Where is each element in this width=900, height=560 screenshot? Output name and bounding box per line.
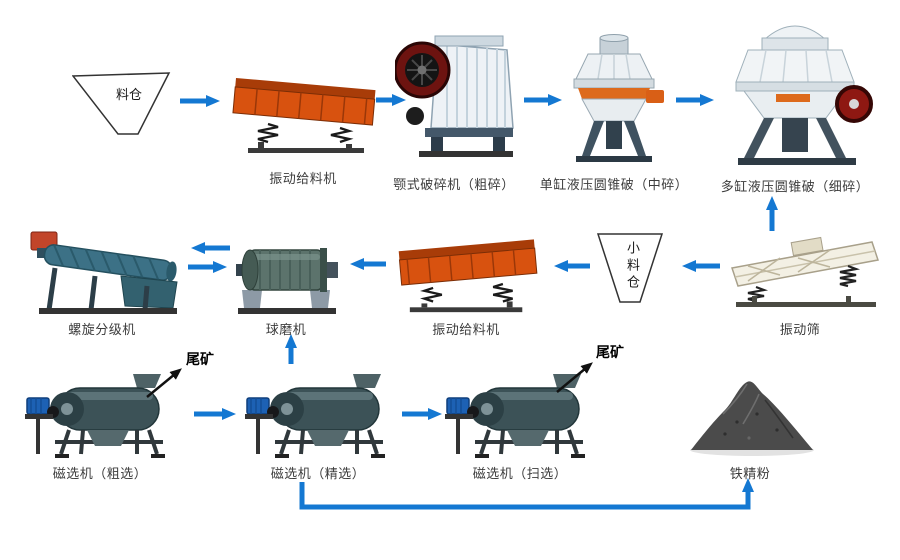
magnetic-separator-rougher-image [25,372,175,460]
label-mag-separator-cleaner: 磁选机（精选） [270,466,366,481]
hopper-image [72,72,172,138]
magnetic-separator-cleaner-image [245,372,395,460]
label-ball-mill: 球磨机 [265,322,307,337]
spiral-classifier-image [25,222,183,317]
label-vibrating-screen: 振动筛 [779,322,821,337]
cone-crusher-multi-image [716,18,874,170]
label-tailings-1: 尾矿 [186,351,214,367]
label-cone-crusher-multi: 多缸液压圆锥破（细碎） [720,179,870,194]
label-cone-crusher-single: 单缸液压圆锥破（中碎） [539,177,689,192]
label-mag-separator-rougher: 磁选机（粗选） [52,466,148,481]
label-tailings-2: 尾矿 [596,344,624,360]
magnetic-separator-scavenger-image [445,372,595,460]
vibrating-feeder-2-image [392,222,544,317]
arrow-cleaner-to-concentrate [299,478,754,510]
label-mag-separator-scavenger: 磁选机（扫选） [472,466,568,481]
label-spiral-classifier: 螺旋分级机 [68,322,136,337]
cone-crusher-single-image [560,32,668,170]
ball-mill-image [236,228,338,320]
vibrating-feeder-1-image [228,60,380,158]
label-vibrating-feeder-1: 振动给料机 [269,171,337,186]
label-jaw-crusher: 颚式破碎机（粗碎） [393,177,515,192]
jaw-crusher-image [395,28,517,170]
label-iron-concentrate: 铁精粉 [729,466,771,481]
small-hopper-label: 小料仓 [625,241,640,292]
iron-concentrate-pile-image [685,370,820,458]
hopper-label: 料仓 [116,87,143,102]
small-hopper-image [596,232,664,306]
vibrating-screen-image [726,226,884,314]
label-vibrating-feeder-2: 振动给料机 [432,322,500,337]
